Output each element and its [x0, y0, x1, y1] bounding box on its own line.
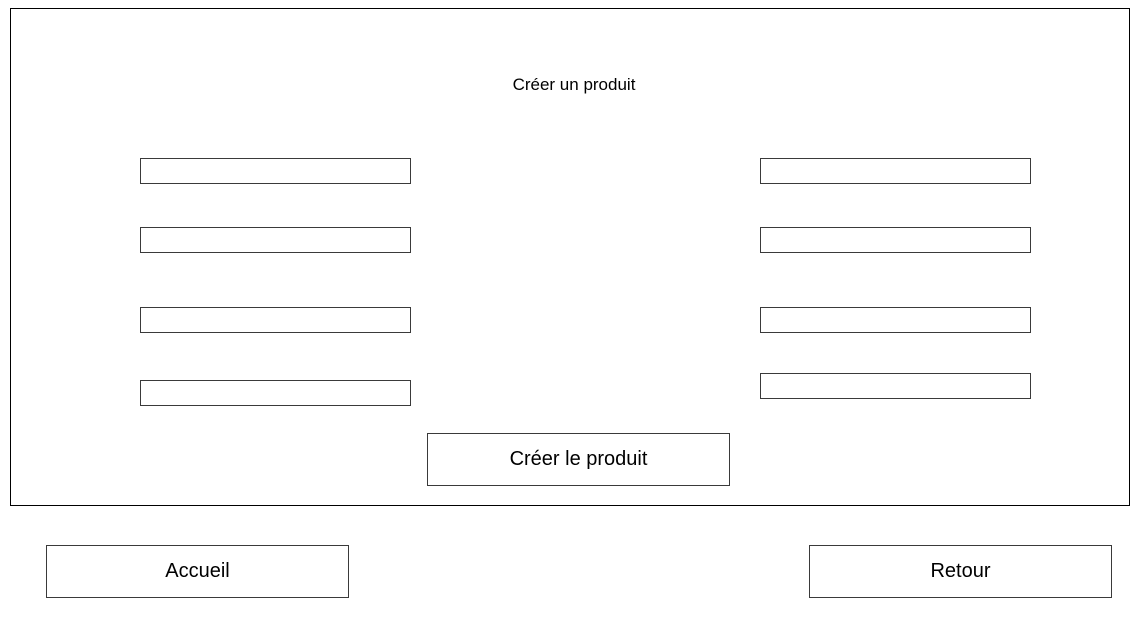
left-field-4[interactable] — [140, 380, 411, 406]
left-field-3[interactable] — [140, 307, 411, 333]
back-button[interactable]: Retour — [809, 545, 1112, 598]
right-field-1[interactable] — [760, 158, 1031, 184]
left-field-1[interactable] — [140, 158, 411, 184]
home-button[interactable]: Accueil — [46, 545, 349, 598]
page-title: Créer un produit — [512, 75, 636, 94]
left-field-2[interactable] — [140, 227, 411, 253]
create-product-panel: Créer un produit Créer le produit — [10, 8, 1130, 506]
right-field-2[interactable] — [760, 227, 1031, 253]
right-field-4[interactable] — [760, 373, 1031, 399]
right-field-3[interactable] — [760, 307, 1031, 333]
create-product-button[interactable]: Créer le produit — [427, 433, 730, 486]
